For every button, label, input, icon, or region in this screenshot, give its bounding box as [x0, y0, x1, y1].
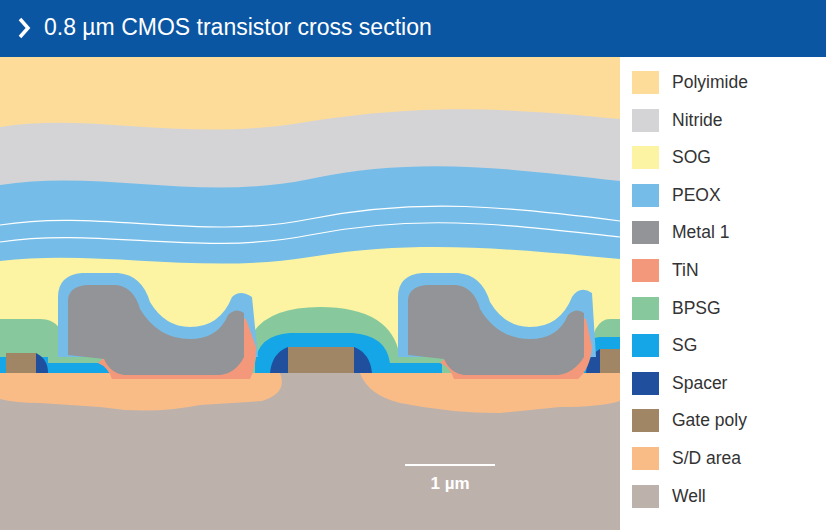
diagram-title: 0.8 µm CMOS transistor cross section: [44, 14, 432, 41]
metal1-line: [408, 285, 584, 375]
legend-text: TiN: [672, 260, 699, 281]
legend-text: S/D area: [672, 448, 741, 469]
scale-bar: [405, 464, 495, 466]
legend-text: Gate poly: [672, 410, 747, 431]
gate-poly: [288, 347, 354, 373]
legend-swatch: [632, 485, 659, 508]
sog-layer: [0, 247, 620, 530]
spacer: [270, 347, 288, 373]
spacer: [354, 347, 372, 373]
legend-text: Polyimide: [672, 72, 748, 93]
nitride-layer: [0, 109, 620, 530]
legend-text: SG: [672, 335, 697, 356]
legend-swatch: [632, 447, 659, 470]
legend-text: PEOX: [672, 185, 721, 206]
legend-swatch: [632, 334, 659, 357]
gate-poly: [600, 349, 620, 373]
legend-text: SOG: [672, 147, 711, 168]
peox-seam: [0, 223, 620, 244]
legend-swatch: [632, 221, 659, 244]
legend-text: Well: [672, 486, 706, 507]
legend-swatch: [632, 109, 659, 132]
legend-text: Metal 1: [672, 222, 729, 243]
peox-layer: [0, 166, 620, 530]
legend-swatch: [632, 146, 659, 169]
spacer: [36, 353, 48, 373]
legend-text: Spacer: [672, 373, 727, 394]
polyimide-layer: [0, 57, 620, 530]
legend-text: BPSG: [672, 298, 721, 319]
metal1-line: [68, 285, 244, 375]
legend-swatch: [632, 184, 659, 207]
legend-swatch: [632, 259, 659, 282]
gate-poly: [6, 353, 36, 373]
legend-text: Nitride: [672, 110, 723, 131]
scale-label: 1 µm: [430, 474, 469, 494]
well-region: [0, 373, 620, 530]
legend-swatch: [632, 409, 659, 432]
chevron-icon: [20, 19, 28, 37]
legend-swatch: [632, 372, 659, 395]
peox-seam: [0, 206, 620, 227]
legend-swatch: [632, 297, 659, 320]
legend-swatch: [632, 71, 659, 94]
